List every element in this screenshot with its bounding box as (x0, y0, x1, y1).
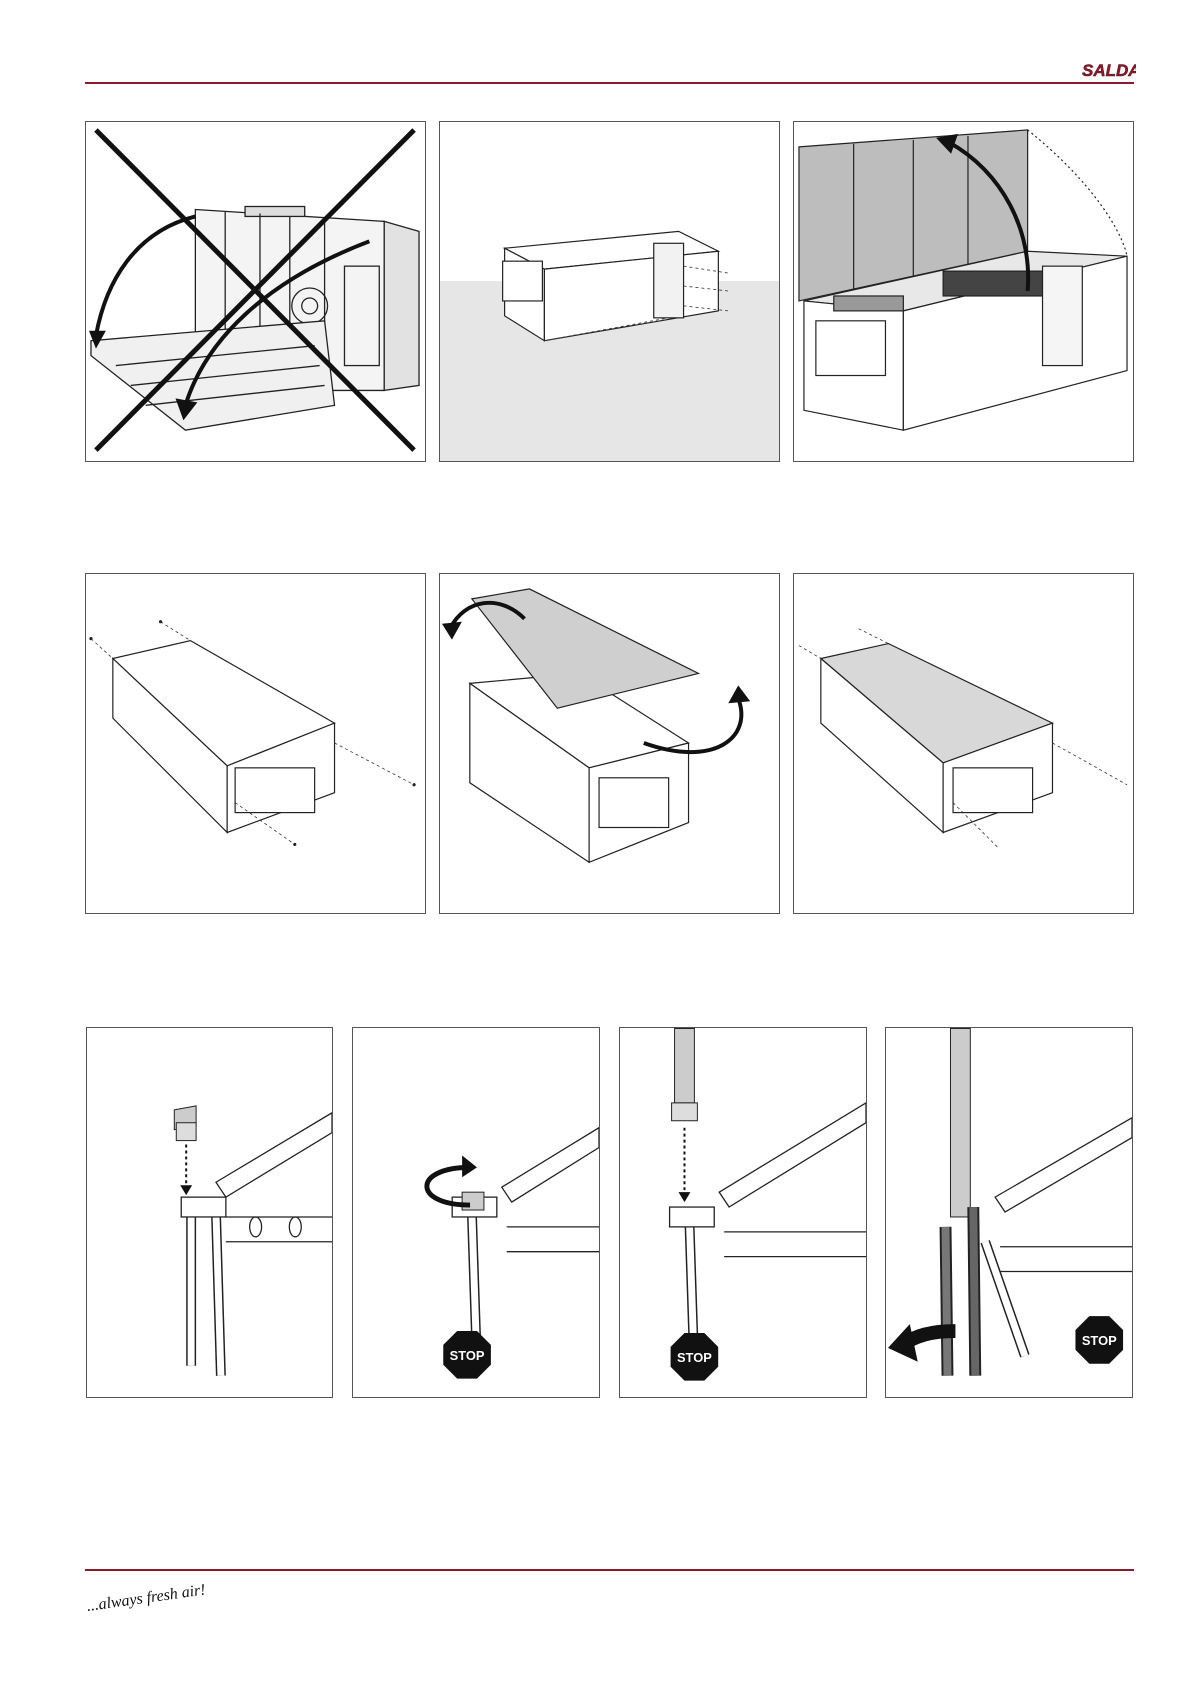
closed-unit-refit-illustration (794, 574, 1133, 913)
unit-open-side-illustration (86, 122, 425, 461)
wall-bracket-icon (654, 243, 684, 318)
figure-refit-cover (793, 573, 1134, 914)
figure-wrong-lift (85, 121, 426, 462)
stop-sign-icon: STOP (671, 1333, 719, 1381)
figure-fitting-down (86, 1027, 333, 1398)
stop-sign-icon: STOP (1075, 1316, 1123, 1364)
open-lid-illustration (794, 122, 1133, 461)
tighten-fitting-illustration: STOP (353, 1028, 599, 1397)
cover-removal-illustration (440, 574, 779, 913)
figure-open-lid (793, 121, 1134, 462)
figure-wrench-tighten: STOP (885, 1027, 1133, 1398)
figure-flip-cover (439, 573, 780, 914)
figure-remove-screws (85, 573, 426, 914)
pipe-insert-illustration: STOP (620, 1028, 866, 1397)
svg-text:STOP: STOP (1082, 1333, 1117, 1348)
svg-text:STOP: STOP (677, 1350, 712, 1365)
header-rule (85, 82, 1134, 84)
closed-unit-screws-illustration (86, 574, 425, 913)
svg-text:SALDA: SALDA (1082, 61, 1136, 80)
svg-text:STOP: STOP (450, 1348, 485, 1363)
figure-tighten-fitting: STOP (352, 1027, 600, 1398)
wrench-tighten-illustration: STOP (886, 1028, 1132, 1397)
stop-sign-icon: STOP (443, 1331, 491, 1379)
svg-text:...always fresh air!: ...always fresh air! (86, 1581, 207, 1611)
slogan: ...always fresh air! (84, 1577, 224, 1611)
footer-rule (85, 1569, 1134, 1571)
brand-logo: SALDA (1080, 56, 1136, 82)
coil-fitting-illustration (87, 1028, 332, 1397)
wall-mount-illustration (440, 122, 779, 461)
figure-wall-mount (439, 121, 780, 462)
figure-pipe-down: STOP (619, 1027, 867, 1398)
